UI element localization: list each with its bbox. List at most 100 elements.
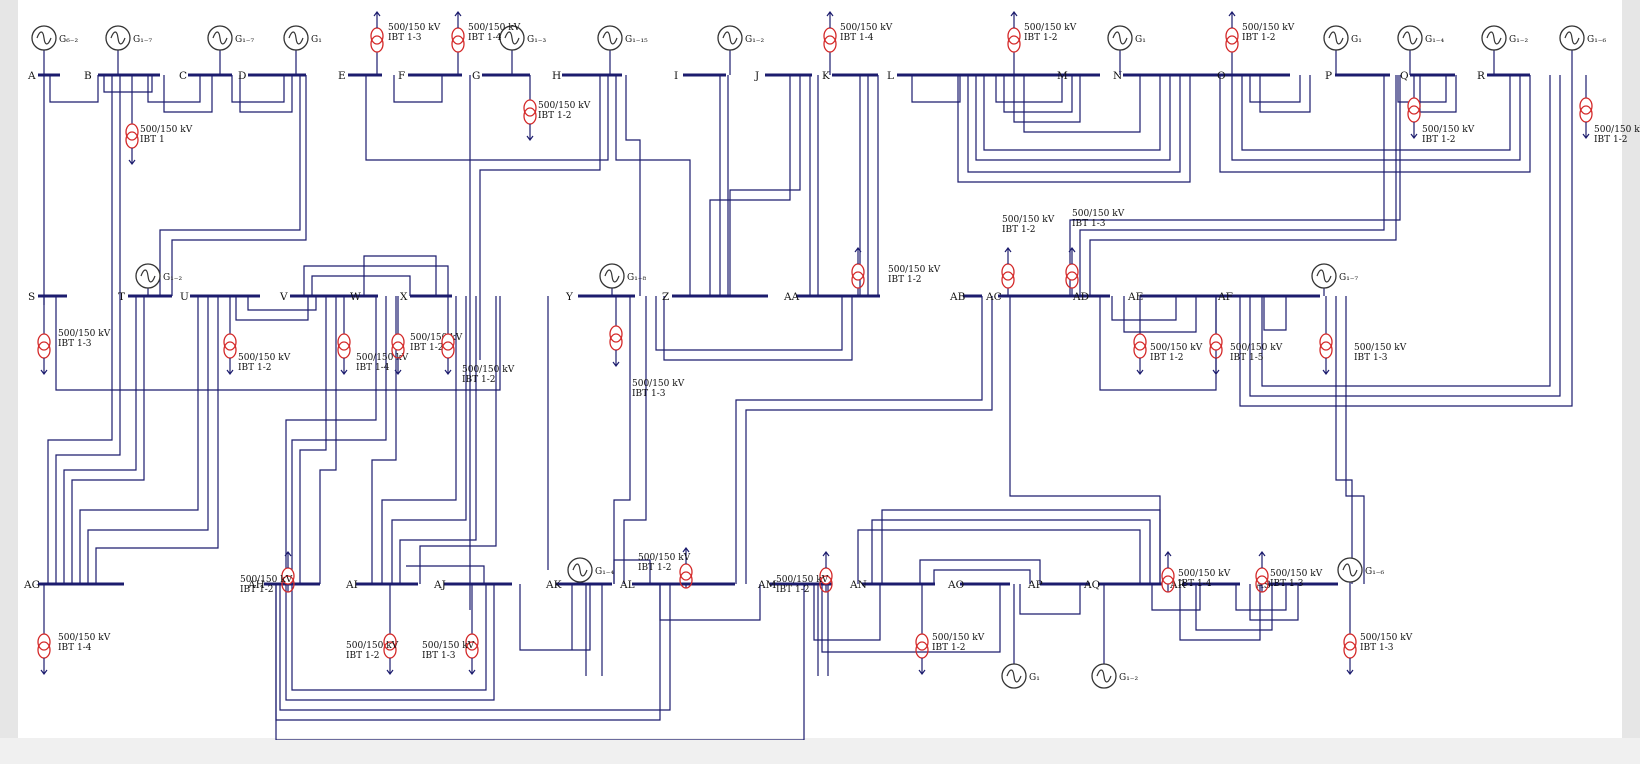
arrow-icon (918, 669, 926, 675)
line-92 (871, 519, 1151, 584)
line-7 (163, 75, 213, 113)
transformer-id: IBT 1-4 (1178, 579, 1212, 589)
generator-ak: G₁₋₄ (567, 557, 615, 584)
transformer-rating: 500/150 kV (932, 633, 985, 643)
arrow-icon (284, 551, 292, 557)
generator-label: G₁ (1135, 35, 1146, 45)
line-70 (623, 296, 647, 584)
generator-label: G₁₋₄ (595, 567, 615, 577)
generator-as: G₁₋₆ (1337, 557, 1385, 584)
line-78 (1111, 296, 1177, 321)
generator-label: G₁₋₂ (1119, 673, 1139, 683)
arrow-icon (454, 11, 462, 17)
transformer-rating: 500/150 kV (388, 23, 441, 33)
line-67 (399, 296, 477, 584)
line-85 (279, 584, 671, 711)
generator-i: G₁₋₂ (717, 25, 765, 75)
line-62 (285, 296, 495, 701)
generator-label: G₁₋₁₅ (625, 35, 648, 45)
line-15 (479, 75, 601, 360)
line-11 (171, 75, 307, 296)
transformer-id: IBT 1-2 (1594, 135, 1628, 145)
transformer-id: IBT 1-2 (346, 651, 380, 661)
bus-label-aq: AQ (1083, 579, 1101, 591)
bus-label-z: Z (662, 291, 669, 303)
transformer-rating: 500/150 kV (468, 23, 521, 33)
bus-label-a: A (27, 70, 36, 82)
line-89 (813, 584, 881, 641)
line-94 (919, 559, 1041, 584)
transformer-rating: 500/150 kV (638, 553, 691, 563)
bus-label-b: B (84, 70, 92, 82)
line-8 (231, 75, 285, 103)
line-59 (299, 296, 327, 584)
transformer-id: IBT 1-3 (632, 389, 666, 399)
line-4 (47, 75, 113, 584)
generator-q: G₁₋₂ (1481, 25, 1529, 75)
generator-b: G₁₋₇ (105, 25, 153, 75)
transformer-id: IBT 1-2 (238, 363, 272, 373)
transformer-id: IBT 1-3 (388, 33, 422, 43)
bus-label-i: I (674, 70, 678, 82)
transformer-rating: 500/150 kV (840, 23, 893, 33)
line-73 (613, 296, 631, 584)
bus-label-am: AM (757, 579, 777, 591)
generator-label: G₁₋₄ (1425, 35, 1445, 45)
line-63 (291, 296, 487, 691)
bus-label-ae: AE (1127, 291, 1143, 303)
line-48 (1261, 75, 1551, 387)
arrow-icon (1068, 247, 1076, 253)
arrow-icon (394, 369, 402, 375)
generator-label: G₁₋₆ (1587, 35, 1607, 45)
transformer-id: IBT 1-2 (410, 343, 444, 353)
line-82 (1345, 296, 1365, 584)
bottom-margin (0, 738, 1640, 764)
generator-label: G₁ (1029, 673, 1040, 683)
arrow-icon (1212, 369, 1220, 375)
transformer-id: IBT 1-2 (1150, 353, 1184, 363)
transformer-id: IBT 1-2 (1024, 33, 1058, 43)
bus-label-s: S (28, 291, 35, 303)
line-72 (663, 296, 853, 361)
bus-label-ab: AB (949, 291, 966, 303)
generator-label: G₁₋₇ (133, 35, 153, 45)
line-28 (995, 75, 1063, 103)
bus-label-f: F (398, 70, 405, 82)
generator-label: G₁₋₈ (627, 273, 647, 283)
arrow-icon (612, 361, 620, 367)
right-margin (1622, 0, 1640, 764)
line-53 (87, 296, 209, 584)
line-99 (1235, 584, 1287, 611)
line-74 (735, 296, 983, 584)
line-56 (247, 296, 317, 311)
arrow-icon (373, 11, 381, 17)
line-55 (235, 296, 309, 321)
generator-label: G₁ (1351, 35, 1362, 45)
line-45 (1069, 75, 1401, 296)
line-21 (729, 75, 801, 296)
generator-d: G₁ (283, 25, 322, 75)
line-65 (381, 296, 457, 584)
arrow-icon (826, 11, 834, 17)
line-100 (1249, 584, 1299, 621)
line-39 (1231, 75, 1521, 161)
transformer-rating: 500/150 kV (538, 101, 591, 111)
transformer-id: IBT 1-3 (422, 651, 456, 661)
line-46 (1239, 75, 1573, 407)
generator-ao: G₁ (1001, 584, 1040, 689)
line-12 (365, 75, 609, 161)
line-37 (1259, 75, 1311, 113)
bus-label-l: L (887, 70, 894, 82)
generator-label: G₁₋₂ (745, 35, 765, 45)
bus-label-al: AL (619, 579, 635, 591)
bus-label-ap: AP (1027, 579, 1043, 591)
